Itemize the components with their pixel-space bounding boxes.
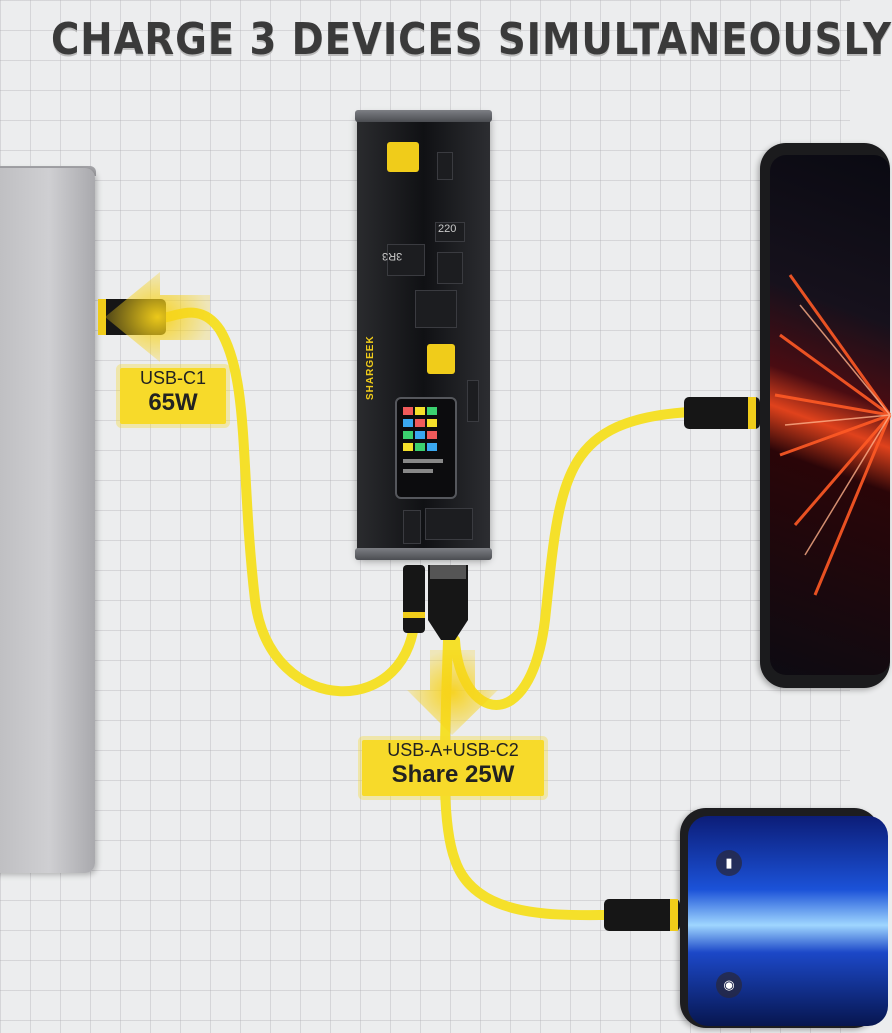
label-usb-c1-power: 65W [148,389,198,416]
arrow-down [407,650,498,735]
tablet [760,143,892,688]
connector-phone [604,899,680,931]
power-bank: 220 3R3 SHARGEEK [355,110,492,560]
connector-c1-bank [403,565,425,633]
side-component [467,380,479,422]
yellow-button [427,344,455,374]
brand-label: SHARGEEK [365,335,376,400]
flashlight-icon: ▮ [716,850,742,876]
headline: CHARGE 3 DEVICES SIMULTANEOUSLY [51,14,892,65]
connector-tablet [684,397,760,429]
chip-3r3-label: 3R3 [382,250,403,262]
phone: ▮ ◉ [680,808,888,1028]
port-block-left [403,510,421,544]
label-usb-c1-port: USB-C1 [139,368,206,388]
tablet-screen [770,155,892,675]
pcb-component [437,152,453,180]
power-bank-bottom-cap [355,548,492,560]
label-shared-port: USB-A+USB-C2 [387,740,519,760]
port-block-right [425,508,473,540]
arrow-left [105,272,210,362]
label-shared-power: Share 25W [391,761,515,788]
controller-chip [415,290,457,328]
chip-220-label: 220 [438,223,457,235]
power-bank-top-cap [355,110,492,122]
tablet-wallpaper [774,274,892,596]
connector-usb-a-bank [428,565,468,640]
display-content [403,407,443,473]
phone-screen: ▮ ◉ [688,816,888,1026]
display-screen [395,397,457,499]
label-usb-c1: USB-C1 65W [120,368,226,424]
yellow-component [387,142,419,172]
laptop [0,168,95,873]
label-chip [437,252,463,284]
label-shared: USB-A+USB-C2 Share 25W [362,740,544,796]
camera-icon: ◉ [716,972,742,998]
chip-220 [435,222,465,242]
cables-layer [98,272,760,931]
inductor [387,244,425,276]
